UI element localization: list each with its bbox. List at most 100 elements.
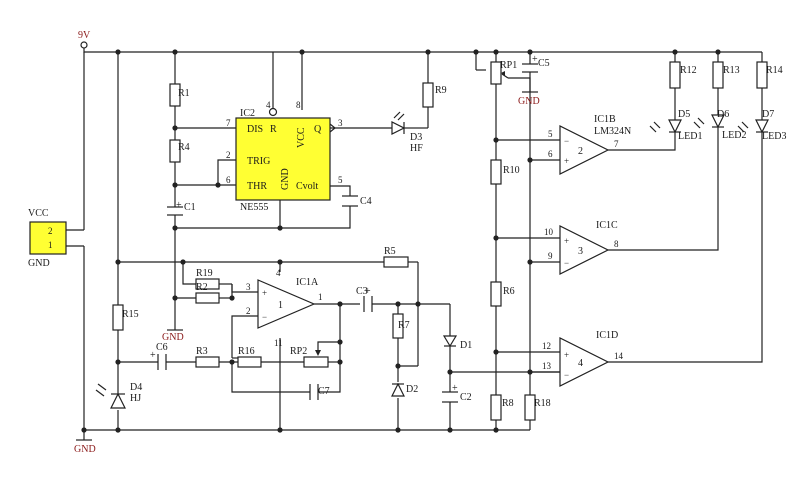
svg-text:R14: R14 — [766, 65, 783, 76]
resistor-r7: R7 — [392, 313, 410, 339]
resistor-r14: R14 — [756, 61, 783, 89]
svg-text:1: 1 — [48, 240, 53, 250]
svg-text:4: 4 — [276, 268, 281, 278]
svg-text:−: − — [262, 312, 267, 322]
gnd-symbol-c5: GND — [518, 91, 540, 107]
svg-text:4: 4 — [266, 100, 271, 110]
svg-text:8: 8 — [296, 100, 301, 110]
capacitor-c7: C7 — [309, 384, 330, 400]
svg-text:D2: D2 — [406, 384, 418, 395]
gnd-symbol-bottom: GND — [74, 439, 96, 455]
capacitor-c6: C6 + — [150, 342, 168, 370]
svg-text:11: 11 — [274, 338, 283, 348]
svg-text:+: + — [564, 156, 569, 166]
svg-text:C2: C2 — [460, 392, 472, 403]
resistor-r18: R18 — [524, 394, 551, 421]
svg-text:1: 1 — [278, 300, 283, 311]
svg-text:DIS: DIS — [247, 124, 263, 135]
svg-text:GND: GND — [518, 96, 540, 107]
opamp-ic1c: IC1C + − 3 10 9 8 — [544, 220, 619, 275]
resistor-r2: R2 — [195, 282, 220, 304]
svg-text:9: 9 — [548, 251, 553, 261]
svg-text:5: 5 — [548, 129, 553, 139]
svg-text:+: + — [150, 350, 156, 361]
svg-text:9V: 9V — [78, 30, 91, 41]
svg-text:NE555: NE555 — [240, 202, 268, 213]
vplus-terminal: 9V — [78, 30, 91, 49]
resistor-r1: R1 — [169, 83, 190, 107]
resistor-r9: R9 — [422, 82, 447, 108]
svg-text:6: 6 — [226, 175, 231, 185]
svg-text:HJ: HJ — [130, 393, 141, 404]
svg-text:3: 3 — [578, 246, 583, 257]
svg-text:12: 12 — [542, 341, 551, 351]
svg-text:1: 1 — [318, 292, 323, 302]
svg-text:GND: GND — [74, 444, 96, 455]
svg-text:D5: D5 — [678, 109, 690, 120]
svg-text:+: + — [452, 383, 458, 394]
svg-text:Q: Q — [314, 124, 322, 135]
led-d6: D6 LED2 — [693, 109, 746, 141]
svg-text:+: + — [262, 288, 267, 298]
svg-text:LED1: LED1 — [678, 131, 702, 142]
svg-text:HF: HF — [410, 143, 423, 154]
svg-text:R: R — [270, 124, 277, 135]
svg-text:5: 5 — [338, 175, 343, 185]
svg-text:IC2: IC2 — [240, 108, 255, 119]
svg-text:C7: C7 — [318, 386, 330, 397]
svg-text:R9: R9 — [435, 85, 447, 96]
svg-text:TRIG: TRIG — [247, 156, 270, 167]
svg-text:R4: R4 — [178, 142, 190, 153]
resistor-r6: R6 — [490, 281, 515, 307]
power-connector: 2 1 VCC GND — [28, 208, 84, 269]
svg-text:LED2: LED2 — [722, 130, 746, 141]
svg-text:2: 2 — [578, 146, 583, 157]
resistor-r4: R4 — [169, 139, 190, 163]
capacitor-c1: C1 + — [167, 200, 196, 216]
svg-text:GND: GND — [162, 332, 184, 343]
resistor-r15: R15 — [112, 304, 139, 331]
svg-text:R16: R16 — [238, 346, 255, 357]
svg-text:2: 2 — [246, 306, 251, 316]
led-d3: D3 HF — [391, 111, 423, 154]
svg-text:8: 8 — [614, 239, 619, 249]
svg-text:C6: C6 — [156, 342, 168, 353]
svg-text:10: 10 — [544, 227, 554, 237]
svg-text:+: + — [564, 350, 569, 360]
svg-text:R5: R5 — [384, 246, 396, 257]
svg-text:R15: R15 — [122, 309, 139, 320]
ic2-ne555: IC2 NE555 DIS R Q TRIG THR Cvolt VCC GND… — [226, 100, 343, 213]
svg-text:R7: R7 — [398, 320, 410, 331]
led-d5: D5 LED1 — [649, 109, 702, 142]
svg-text:LED3: LED3 — [762, 131, 786, 142]
svg-text:LM324N: LM324N — [594, 126, 631, 137]
svg-text:+: + — [365, 286, 371, 297]
svg-text:D1: D1 — [460, 340, 472, 351]
resistor-r5: R5 — [383, 246, 409, 268]
diode-d2: D2 — [391, 382, 418, 397]
svg-text:R13: R13 — [723, 65, 740, 76]
capacitor-c5: C5 + — [522, 54, 550, 73]
svg-text:C4: C4 — [360, 196, 372, 207]
resistor-r12: R12 — [669, 61, 697, 89]
svg-text:D3: D3 — [410, 132, 422, 143]
svg-text:4: 4 — [578, 358, 583, 369]
svg-text:IC1B: IC1B — [594, 114, 616, 125]
svg-text:7: 7 — [614, 139, 619, 149]
potentiometer-rp2: RP2 — [290, 346, 329, 368]
svg-text:7: 7 — [226, 118, 231, 128]
resistor-r3: R3 — [195, 346, 220, 368]
svg-text:VCC: VCC — [296, 127, 307, 148]
svg-text:+: + — [564, 236, 569, 246]
svg-text:IC1C: IC1C — [596, 220, 618, 231]
svg-text:Cvolt: Cvolt — [296, 181, 318, 192]
svg-text:R19: R19 — [196, 268, 213, 279]
svg-text:VCC: VCC — [28, 208, 49, 219]
svg-text:D7: D7 — [762, 109, 774, 120]
photodiode-d4: D4 HJ — [95, 380, 142, 409]
junction-dots — [81, 49, 721, 433]
opamp-ic1d: IC1D + − 4 12 13 14 — [542, 330, 624, 387]
svg-text:2: 2 — [226, 150, 231, 160]
wires — [83, 48, 763, 440]
